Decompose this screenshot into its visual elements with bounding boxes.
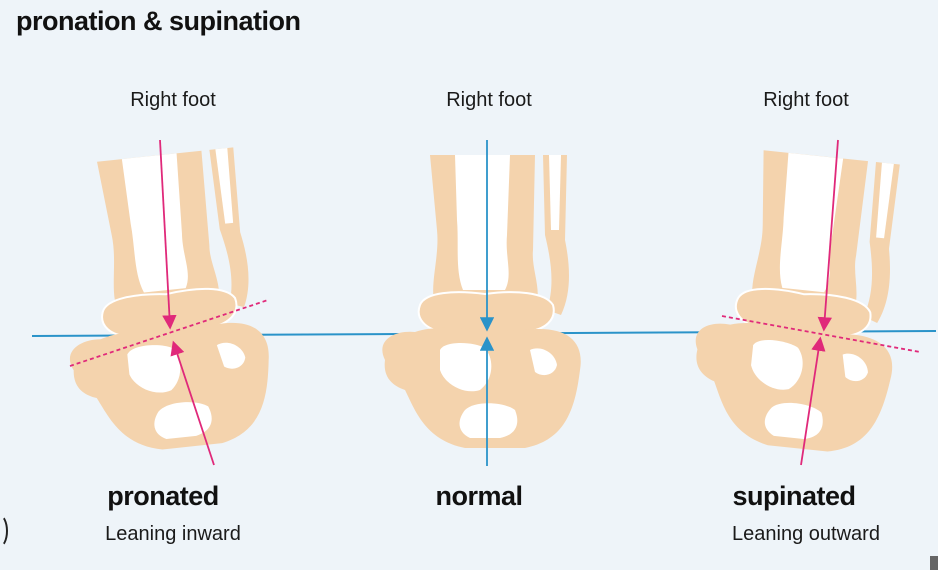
pronated-tibia-axis: [159, 139, 177, 330]
edge-fragment-left: [0, 514, 8, 548]
pronated-heel-axis: [170, 340, 215, 466]
supinated-tibia-axis: [817, 139, 839, 332]
sub-pronated: Leaning inward: [105, 523, 241, 545]
page-title: pronation & supination: [16, 6, 301, 36]
supinated-tilt-line: [721, 315, 921, 353]
normal-foot: [381, 154, 582, 449]
panel-label-supinated: Right foot: [763, 89, 849, 111]
edge-fragment-right: [930, 556, 938, 570]
caption-normal: normal: [435, 481, 523, 511]
panel-label-normal: Right foot: [446, 89, 532, 111]
sub-supinated: Leaning outward: [732, 523, 880, 545]
caption-supinated: supinated: [732, 481, 856, 511]
supinated-foot: [684, 144, 915, 459]
supinated-heel-axis: [800, 336, 826, 466]
panel-label-pronated: Right foot: [130, 89, 216, 111]
caption-pronated: pronated: [107, 481, 219, 511]
